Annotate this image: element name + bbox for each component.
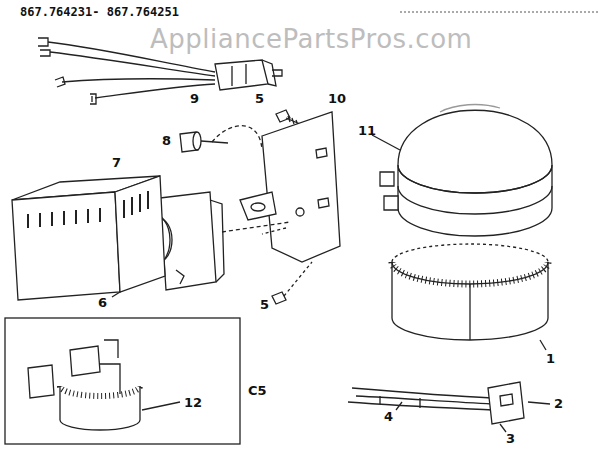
callout-number: 10 <box>328 92 346 105</box>
screw-part <box>284 262 312 296</box>
sensor-wiring-part <box>488 382 524 424</box>
mounting-bracket-part <box>316 148 329 208</box>
callout-number: 5 <box>260 298 269 311</box>
callout-number: 9 <box>190 92 199 105</box>
wiring-harness-part <box>38 38 50 56</box>
mounting-bracket-part <box>262 112 340 262</box>
wiring-harness-part <box>90 94 96 104</box>
heater-dome-part <box>398 110 552 165</box>
mounting-bracket-part <box>296 208 304 216</box>
heater-dome-part <box>398 186 552 214</box>
callout-number: 1 <box>546 352 555 365</box>
inset-view-part <box>142 402 180 410</box>
heater-dome <box>372 105 552 236</box>
sensor-wiring-part <box>500 394 513 406</box>
watermark: AppliancePartsPros.com <box>150 26 472 52</box>
callout-number: 8 <box>162 134 171 147</box>
control-cover-part <box>124 191 148 218</box>
callout-number: 7 <box>112 156 121 169</box>
heating-element-part <box>392 262 548 284</box>
thermostat-knob-part <box>193 132 201 150</box>
wiring-harness-part <box>62 79 215 82</box>
heater-dome-part <box>398 165 552 236</box>
thermostat-part <box>176 270 184 284</box>
control-cover-part <box>115 176 165 292</box>
control-cover <box>12 176 165 300</box>
sensor-wiring-part <box>528 402 550 404</box>
inset-view-part <box>100 340 120 394</box>
heating-element-part <box>392 262 548 340</box>
wiring-harness-part <box>262 60 276 86</box>
heating-element-part <box>392 244 548 262</box>
heater-dome-part <box>372 135 400 150</box>
inset-view-part <box>60 386 140 430</box>
screw-part <box>272 292 286 304</box>
control-cover-part <box>112 292 120 297</box>
mounting-bracket-part <box>240 192 276 220</box>
thermostat-knob-part <box>201 141 228 143</box>
thermostat-knob-part <box>212 126 262 150</box>
figure-code: C5 <box>248 384 267 397</box>
heating-element <box>392 244 548 350</box>
callout-number: 5 <box>255 92 264 105</box>
callout-number: 11 <box>358 124 376 137</box>
mounting-bracket-part <box>251 203 265 211</box>
thermostat-knob <box>180 126 262 152</box>
heater-dome-part <box>380 172 398 210</box>
inset-view-part <box>28 365 54 398</box>
callout-number: 3 <box>506 432 515 445</box>
callout-number: 12 <box>184 396 202 409</box>
callout-number: 6 <box>98 296 107 309</box>
sensor-wiring <box>348 382 550 432</box>
heating-element-part <box>469 284 470 340</box>
callout-number: 4 <box>384 410 393 423</box>
wiring-harness-part <box>215 60 268 90</box>
wiring-harness-part <box>50 52 215 76</box>
wiring-harness-part <box>272 70 282 76</box>
sensor-wiring-part <box>356 396 492 404</box>
heating-element-part <box>540 340 546 350</box>
screw-part <box>276 110 290 122</box>
model-title: 867.764231- 867.764251 <box>20 6 179 18</box>
thermostat-part <box>222 222 290 232</box>
screw <box>272 262 312 304</box>
inset-view-part <box>70 346 100 376</box>
sensor-wiring-part <box>396 402 402 410</box>
wiring-harness-part <box>232 64 246 86</box>
inset-view <box>5 318 240 444</box>
thermostat-part <box>210 200 224 282</box>
sensor-wiring-part <box>380 396 420 408</box>
heating-element-part <box>392 262 548 284</box>
control-cover-part <box>12 192 120 300</box>
page-edge <box>400 12 600 13</box>
heater-dome-part <box>398 165 552 193</box>
sensor-wiring-part <box>500 424 506 432</box>
heater-dome-part <box>440 105 500 112</box>
mounting-bracket-part <box>262 228 286 234</box>
mounting-bracket <box>240 112 340 262</box>
inset-view-part <box>5 318 240 444</box>
wiring-harness-part <box>55 77 65 87</box>
control-cover-part <box>28 208 100 228</box>
inset-view-part <box>60 386 140 396</box>
callout-number: 2 <box>554 397 563 410</box>
